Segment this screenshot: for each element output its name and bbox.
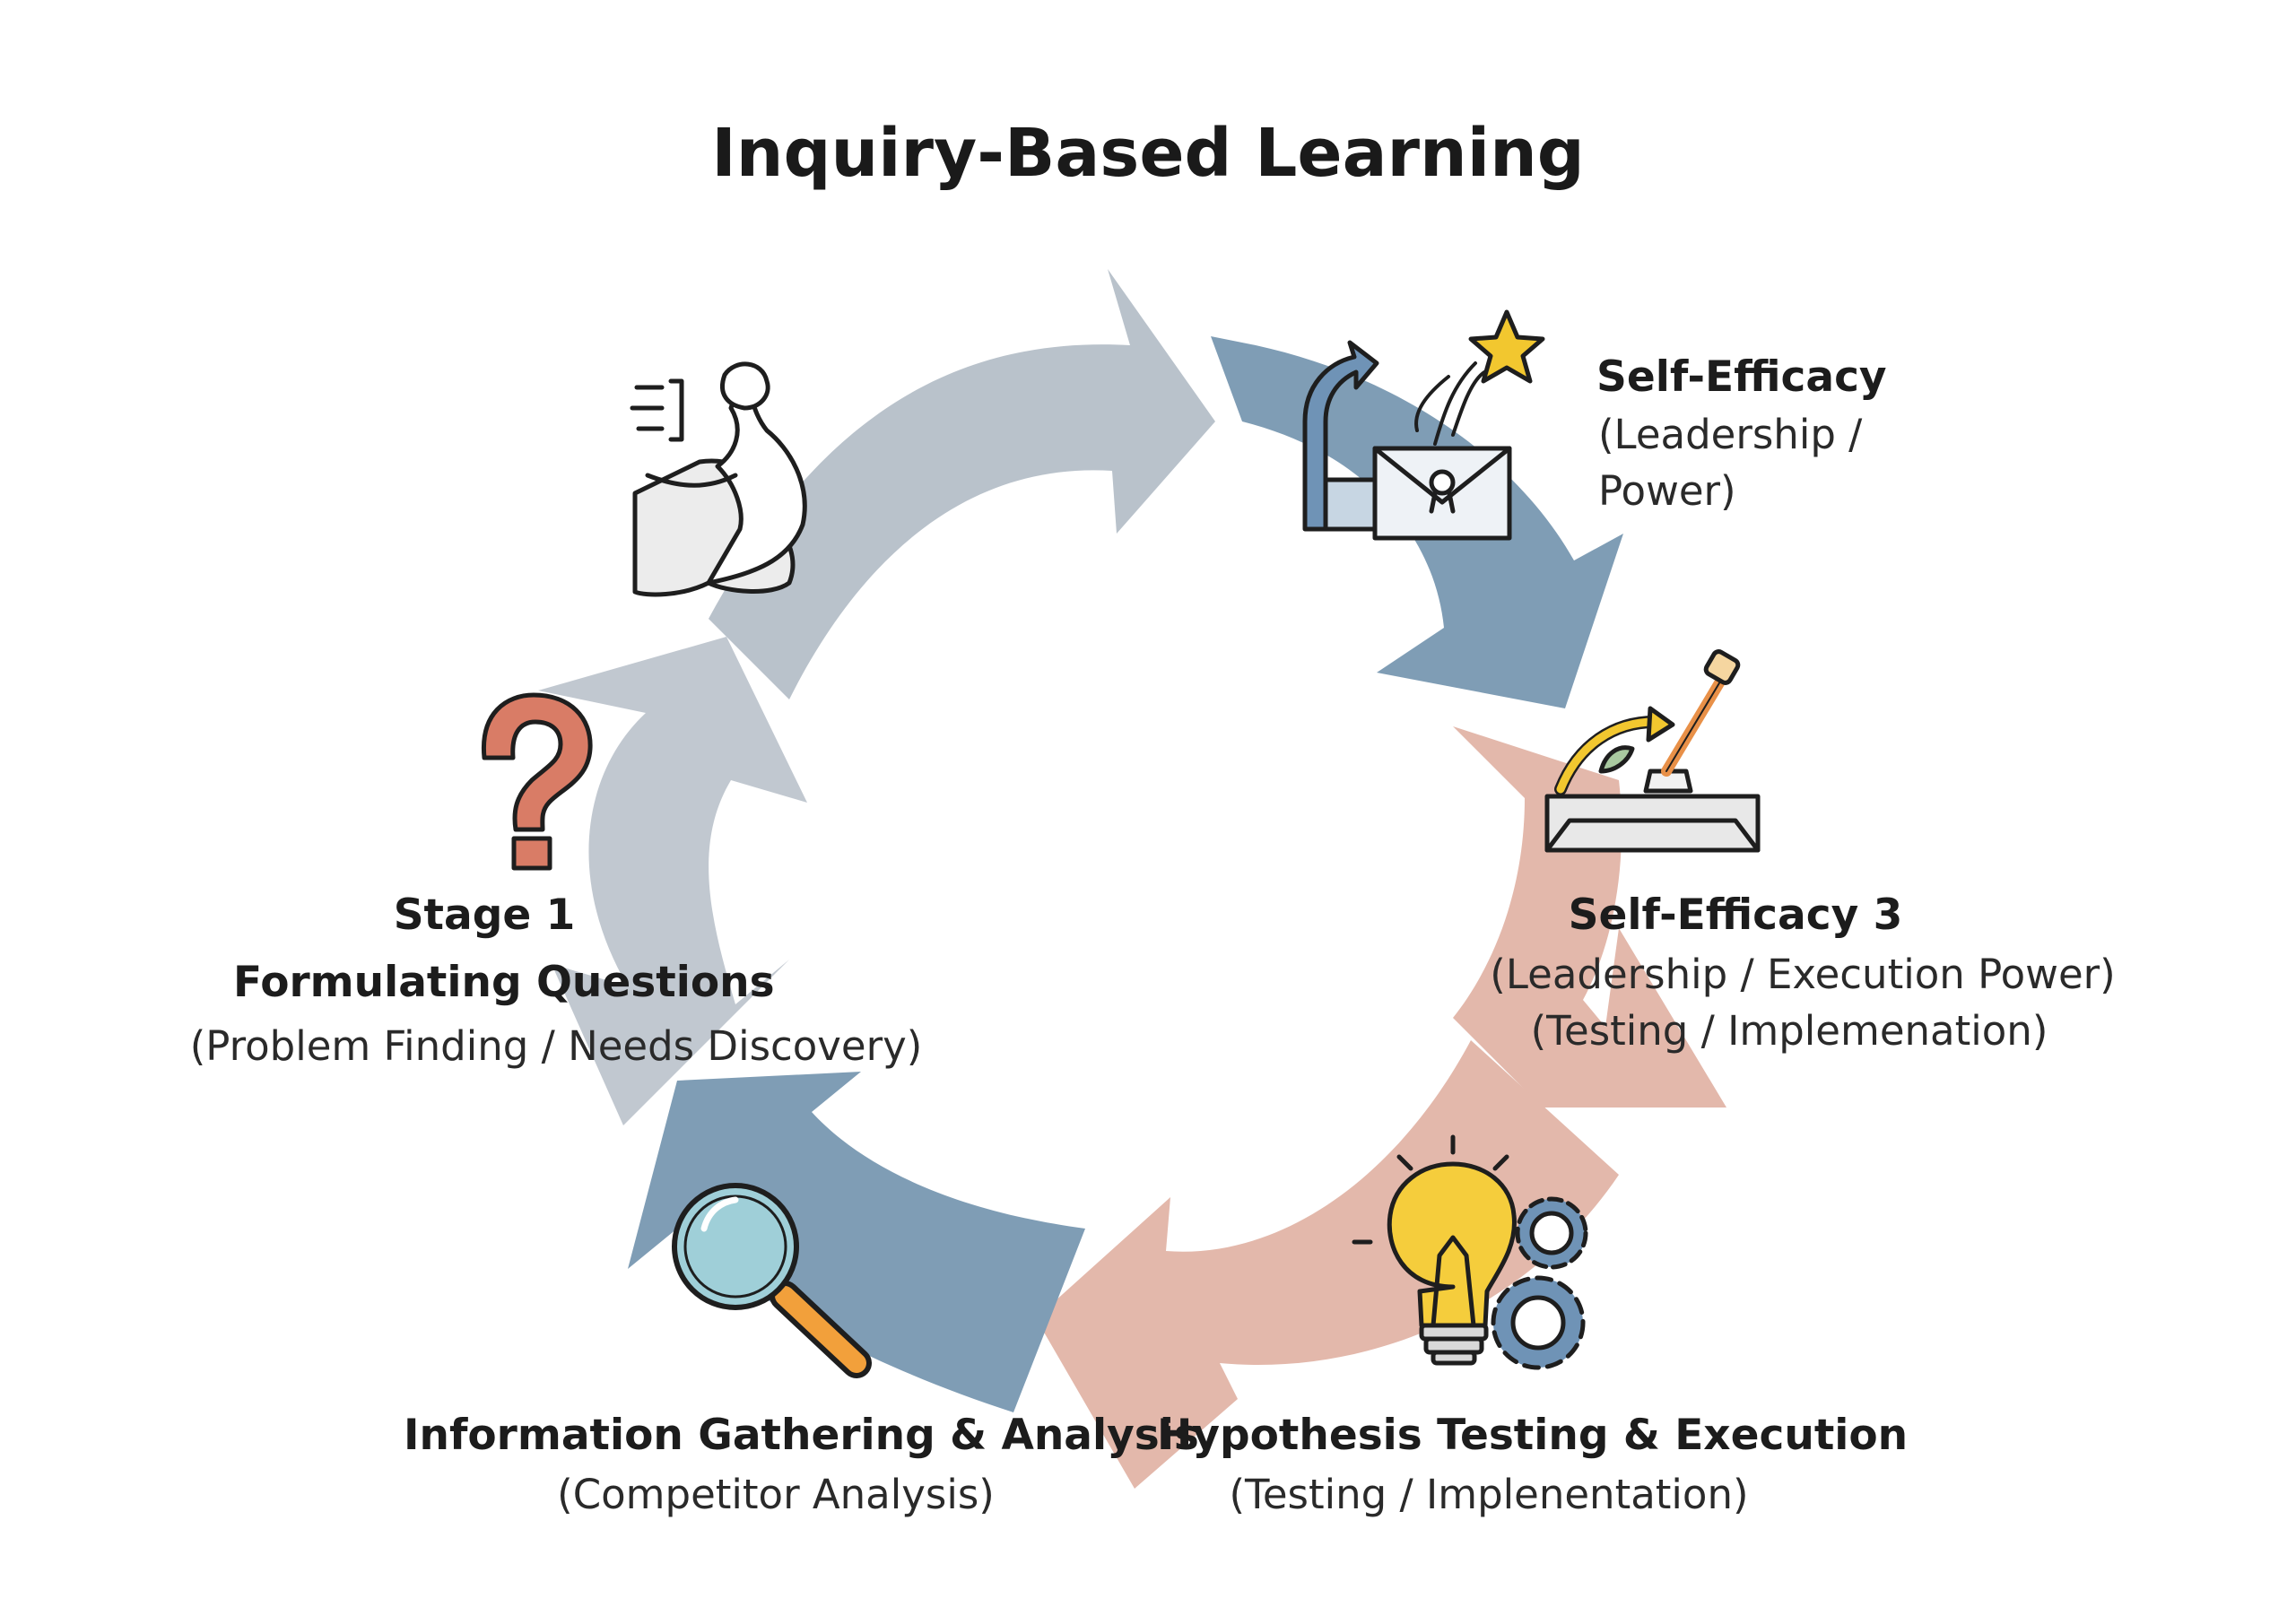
- flexed-arm-icon: [630, 361, 807, 597]
- hypothesis-subtitle: (Testing / Implenentation): [1229, 1471, 1749, 1518]
- question-mark-icon: [481, 692, 593, 871]
- stage1-heading: Formulating Questions: [233, 958, 775, 1007]
- stage1-subtitle: (Problem Finding / Needs Discovery): [189, 1022, 923, 1070]
- magnifying-glass-icon: [672, 1183, 872, 1378]
- info-heading: Information Gathering & Analysis: [404, 1411, 1199, 1460]
- info-subtitle: (Competitor Analysis): [557, 1471, 995, 1518]
- arrow-pink-bottom: [1036, 1040, 1619, 1489]
- growth-arrow-certificate-star-icon: [1302, 309, 1545, 541]
- self-efficacy-3-heading: Self-Efficacy 3: [1568, 890, 1903, 940]
- arrow-gray-stage1: [538, 637, 807, 1125]
- lever-machine-icon: [1544, 649, 1761, 853]
- self-efficacy-heading: Self-Efficacy: [1596, 352, 1887, 402]
- arrow-gray-top: [709, 269, 1215, 699]
- self-efficacy-3-subtitle-line1: (Leadership / Execution Power): [1490, 951, 2116, 998]
- lightbulb-gears-icon: [1352, 1134, 1588, 1370]
- arrow-pink-right: [1453, 726, 1726, 1108]
- self-efficacy-subtitle-line2: Power): [1598, 467, 1736, 515]
- stage1-label: Stage 1: [393, 890, 576, 940]
- diagram-title: Inquiry-Based Learning: [711, 115, 1585, 192]
- self-efficacy-3-subtitle-line2: (Testing / Implemenation): [1530, 1007, 2048, 1055]
- arrow-blue-left: [628, 1072, 1085, 1412]
- self-efficacy-subtitle-line1: (Leadership /: [1598, 411, 1863, 458]
- hypothesis-heading: Hypothesis Testing & Execution: [1157, 1411, 1909, 1460]
